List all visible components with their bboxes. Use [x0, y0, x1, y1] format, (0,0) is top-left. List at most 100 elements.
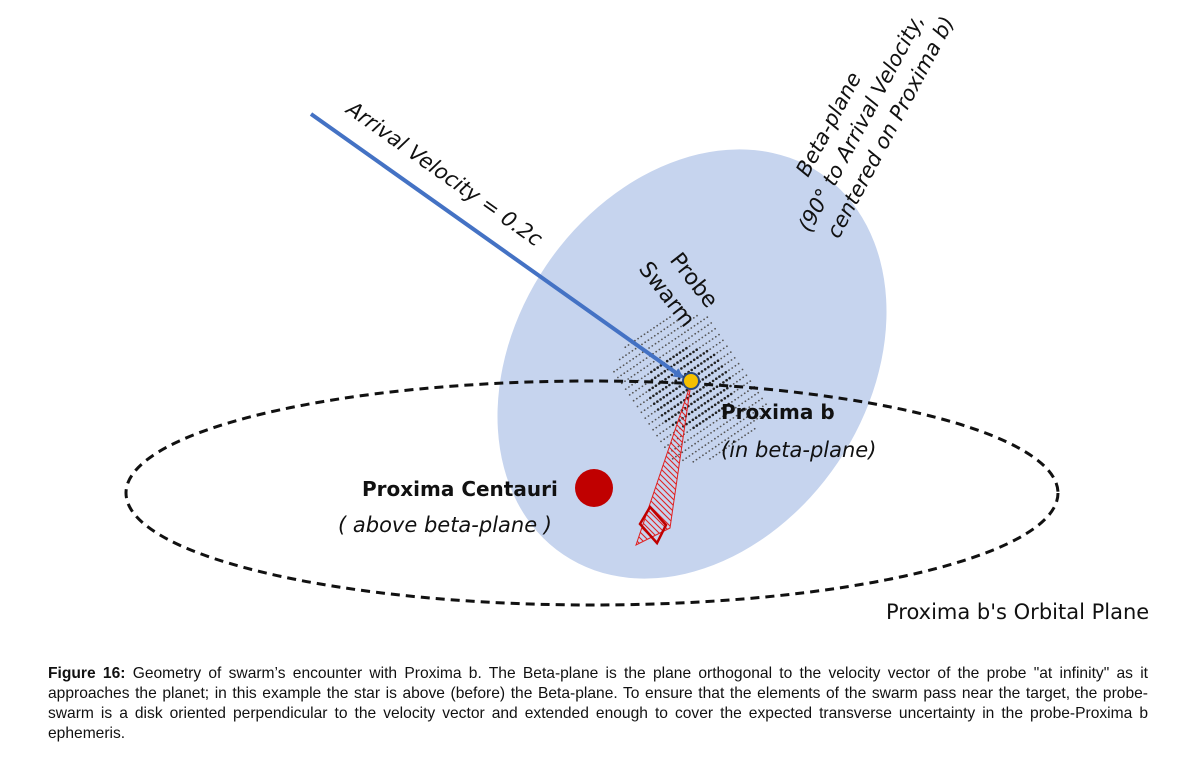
- swarm-probe-dot: [692, 317, 695, 319]
- proxima-b-planet: [682, 372, 700, 390]
- swarm-probe-dot: [711, 338, 714, 340]
- swarm-probe-dot: [677, 335, 680, 338]
- swarm-probe-dot: [726, 386, 729, 390]
- swarm-probe-dot: [704, 409, 707, 413]
- swarm-probe-dot: [636, 371, 639, 374]
- swarm-probe-dot: [657, 332, 659, 335]
- swarm-probe-dot: [643, 409, 646, 412]
- swarm-probe-dot: [707, 442, 710, 444]
- swarm-probe-dot: [666, 326, 669, 329]
- proxima-b-name-label: Proxima b: [721, 400, 835, 424]
- swarm-probe-dot: [688, 420, 691, 424]
- swarm-probe-dot: [618, 358, 621, 361]
- swarm-probe-dot: [709, 389, 712, 393]
- swarm-probe-dot: [631, 349, 634, 352]
- swarm-probe-dot: [667, 409, 670, 413]
- swarm-probe-dot: [664, 419, 668, 423]
- swarm-probe-dot: [701, 378, 705, 381]
- swarm-probe-dot: [692, 350, 695, 354]
- swarm-probe-dot: [642, 359, 645, 362]
- swarm-probe-dot: [663, 411, 667, 415]
- hatch-line: [600, 576, 720, 640]
- swarm-probe-dot: [622, 356, 624, 359]
- swarm-probe-dot: [662, 320, 665, 323]
- swarm-probe-dot: [707, 332, 710, 334]
- swarm-probe-dot: [761, 397, 763, 400]
- swarm-probe-dot: [645, 357, 648, 359]
- swarm-probe-dot: [679, 393, 682, 396]
- swarm-probe-dot: [661, 346, 664, 349]
- arrival-velocity-label: Arrival Velocity = 0.2c: [340, 95, 547, 251]
- swarm-probe-dot: [656, 434, 658, 437]
- swarm-probe-dot: [670, 332, 673, 334]
- swarm-probe-dot: [684, 339, 687, 342]
- swarm-probe-dot: [664, 446, 666, 449]
- swarm-probe-dot: [703, 360, 706, 363]
- swarm-probe-dot: [742, 418, 745, 421]
- swarm-probe-dot: [701, 446, 704, 449]
- swarm-probe-dot: [665, 352, 668, 355]
- swarm-probe-dot: [737, 430, 739, 433]
- swarm-probe-dot: [646, 399, 648, 401]
- swarm-probe-dot: [656, 324, 659, 327]
- swarm-probe-dot: [718, 333, 720, 336]
- swarm-probe-dot: [715, 343, 718, 346]
- swarm-probe-dot: [663, 369, 667, 373]
- swarm-probe-dot: [699, 354, 702, 357]
- swarm-probe-dot: [639, 395, 641, 398]
- swarm-probe-dot: [701, 412, 704, 415]
- swarm-probe-dot: [677, 411, 680, 414]
- swarm-probe-dot: [726, 353, 729, 356]
- swarm-probe-dot: [710, 322, 713, 324]
- swarm-probe-dot: [727, 437, 730, 439]
- swarm-probe-dot: [639, 403, 642, 406]
- swarm-probe-dot: [765, 403, 767, 406]
- swarm-probe-dot: [705, 417, 708, 421]
- swarm-probe-dot: [711, 413, 715, 417]
- swarm-probe-dot: [704, 334, 707, 337]
- swarm-probe-dot: [681, 349, 685, 352]
- swarm-probe-dot: [722, 347, 725, 350]
- swarm-probe-dot: [694, 332, 697, 335]
- swarm-probe-dot: [666, 401, 669, 405]
- figure-caption: Figure 16: Geometry of swarm’s encounter…: [48, 664, 1148, 744]
- swarm-probe-dot: [686, 362, 690, 366]
- swarm-probe-dot: [683, 323, 686, 326]
- swarm-probe-dot: [613, 370, 615, 373]
- swarm-probe-dot: [736, 380, 738, 383]
- swarm-probe-dot: [675, 353, 679, 357]
- swarm-probe-dot: [635, 355, 638, 358]
- swarm-probe-dot: [734, 398, 736, 401]
- swarm-probe-dot: [685, 388, 689, 392]
- swarm-probe-dot: [743, 426, 746, 429]
- swarm-probe-dot: [622, 364, 625, 367]
- swarm-probe-dot: [733, 357, 736, 359]
- swarm-probe-dot: [745, 408, 747, 411]
- swarm-probe-dot: [721, 373, 724, 376]
- swarm-probe-dot: [710, 405, 714, 409]
- swarm-probe-dot: [682, 357, 686, 360]
- swarm-probe-dot: [726, 345, 728, 348]
- swarm-probe-dot: [629, 360, 631, 362]
- swarm-probe-dot: [633, 365, 635, 368]
- swarm-probe-dot: [710, 363, 713, 367]
- swarm-probe-dot: [653, 334, 656, 337]
- swarm-probe-dot: [752, 412, 755, 414]
- swarm-probe-dot: [700, 328, 703, 331]
- swarm-probe-dot: [691, 452, 694, 455]
- swarm-probe-dot: [713, 429, 716, 432]
- swarm-probe-dot: [670, 373, 674, 377]
- swarm-probe-dot: [722, 389, 726, 392]
- swarm-probe-dot: [692, 460, 695, 463]
- swarm-probe-dot: [694, 442, 696, 445]
- swarm-probe-dot: [687, 439, 689, 441]
- swarm-probe-dot: [658, 348, 661, 351]
- swarm-probe-dot: [701, 420, 705, 423]
- swarm-probe-dot: [708, 415, 711, 419]
- swarm-probe-dot: [731, 401, 733, 403]
- swarm-probe-dot: [746, 382, 749, 385]
- swarm-probe-dot: [734, 364, 737, 367]
- swarm-probe-dot: [626, 370, 629, 372]
- swarm-probe-dot: [706, 399, 710, 403]
- swarm-probe-dot: [692, 358, 696, 362]
